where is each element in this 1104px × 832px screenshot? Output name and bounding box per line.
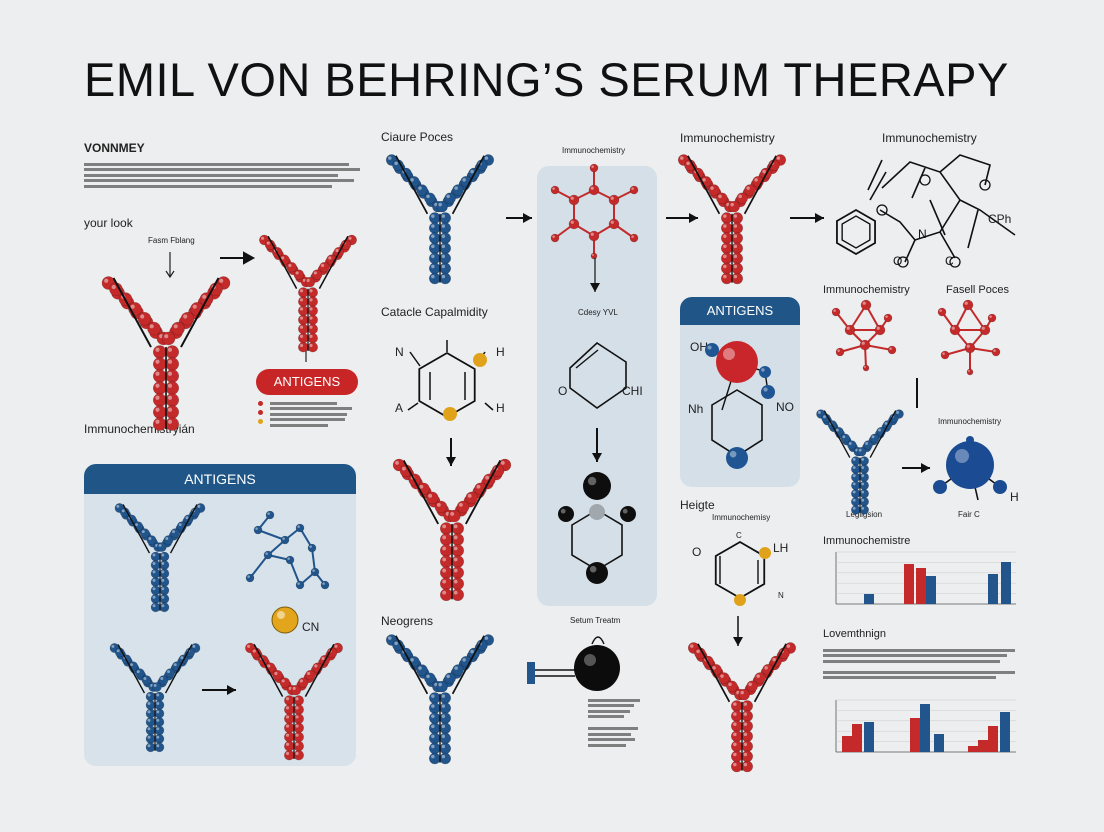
antibody-red-panel: [245, 642, 343, 761]
n-label: N: [778, 591, 784, 600]
antigens-panel-left-header: ANTIGENS: [84, 464, 356, 494]
antibody-blue-top: [385, 154, 495, 285]
arrow-panel-right: [202, 685, 236, 695]
arrow-down-hex-mid: [733, 616, 743, 646]
antibody-red-mid: [392, 458, 512, 602]
mini-chart-top: [835, 551, 1016, 605]
arrow-down-red-hex: [590, 258, 600, 292]
hex-n-label: N: [395, 345, 404, 359]
immunochemistry-6-label: Immunochemistre: [823, 535, 911, 547]
svg-text:O: O: [893, 254, 902, 268]
arrow-down-benzene: [446, 438, 456, 466]
arrow-right-blue-sphere: [902, 463, 930, 473]
o-label: O: [692, 545, 702, 559]
immunochemistry-small-label: Immunochemisy: [712, 513, 771, 522]
antibody-blue-panel-1: [114, 503, 206, 613]
fasell-poces-label: Fasell Poces: [946, 284, 1009, 296]
antibody-red-large: [101, 276, 231, 431]
immunochemistry-top-label: Immunochemistry: [562, 146, 626, 155]
structural-formula: N C O: [867, 154, 1016, 268]
intro-paragraph: [84, 160, 360, 190]
molecule-red-right-2: [937, 299, 1001, 376]
neogrens-label: Neogrens: [381, 614, 434, 628]
antibody-blue-panel-2: [109, 643, 201, 753]
legligsion-label: Legligsion: [846, 510, 882, 519]
lovemthnign-label: Lovemthnign: [823, 628, 886, 640]
hex-h1-label: H: [496, 345, 505, 359]
arrow-down-pyran: [592, 428, 602, 462]
molecule-red-right-1: [831, 299, 897, 372]
octagon-ring: [836, 208, 876, 256]
hex-h2-label: H: [496, 401, 505, 415]
svg-text:C: C: [945, 254, 954, 268]
setum-treatm-label: Setum Treatm: [570, 616, 621, 625]
hex-o-label: O: [558, 384, 568, 398]
arrow-to-middle-panel: [506, 213, 532, 223]
blue-sphere-molecule: [933, 436, 1007, 501]
gold-atom: [271, 606, 299, 634]
serum-sphere: [527, 636, 620, 691]
lovemthnign-paragraph: [823, 646, 1015, 682]
your-look-label: your look: [84, 216, 133, 230]
benzene-substituents: [407, 340, 494, 421]
hex-bottom-mid: [714, 540, 771, 606]
mini-chart-bottom: [835, 699, 1016, 753]
arrow-right-to-struct: [790, 213, 824, 223]
lh-label: LH: [773, 541, 789, 555]
hex-a-label: A: [395, 401, 404, 415]
section-heading-vonnmey: VONNMEY: [84, 141, 145, 155]
fasm-fblang-label: Fasm Fblang: [148, 236, 195, 245]
legend-dot-gold: [258, 419, 263, 424]
antibody-red-bottom-mid: [687, 642, 797, 773]
page-title: EMIL VON BEHRING’S SERUM THERAPY: [84, 53, 1009, 106]
h-label: H: [1010, 490, 1019, 504]
antibody-blue-right: [816, 409, 904, 515]
antigens-badge: ANTIGENS: [256, 369, 358, 395]
svg-text:N: N: [918, 227, 927, 241]
antibody-red-top-mid: [677, 154, 787, 285]
c-label: C: [736, 531, 742, 540]
no-label: NO: [776, 400, 794, 414]
serum-caption: [588, 696, 640, 749]
immunochemistry-2-label: Immunochemistry: [680, 131, 775, 145]
molecule-network-blue: [245, 510, 330, 590]
black-molecule: [558, 472, 636, 584]
arrow-right-mid: [666, 213, 698, 223]
badge-legend: [256, 399, 366, 429]
heigte-label: Heigte: [680, 498, 715, 512]
legend-dot-red: [258, 410, 263, 415]
antigen-molecule: [705, 341, 775, 469]
ciaure-poces-label: Ciaure Poces: [381, 130, 454, 144]
antibody-blue-bottom: [385, 634, 495, 765]
antigens-panel-mid-header: ANTIGENS: [680, 297, 800, 325]
catacle-capability-label: Catacle Capalmidity: [381, 305, 488, 319]
cph-label: CPh: [988, 212, 1012, 226]
immunochemistry-3-label: Immunochemistry: [882, 131, 977, 145]
immunochemistry-4-label: Immunochemistry: [823, 284, 910, 296]
fair-c-label: Fair C: [958, 510, 980, 519]
benzene-ring: [418, 351, 476, 419]
cdesy-yvl-label: Cdesy YVL: [578, 308, 618, 317]
pyran-ring: [569, 341, 627, 409]
oh-label: OH: [690, 340, 708, 354]
molecule-red-hex: [550, 163, 639, 260]
chi-label: CHI: [622, 384, 643, 398]
antibody-red-small: [259, 234, 357, 353]
cn-label: CN: [302, 620, 320, 634]
immunochemistry-5-label: Immunochemistry: [938, 417, 1002, 426]
nh-label: Nh: [688, 402, 704, 416]
legend-dot-red: [258, 401, 263, 406]
